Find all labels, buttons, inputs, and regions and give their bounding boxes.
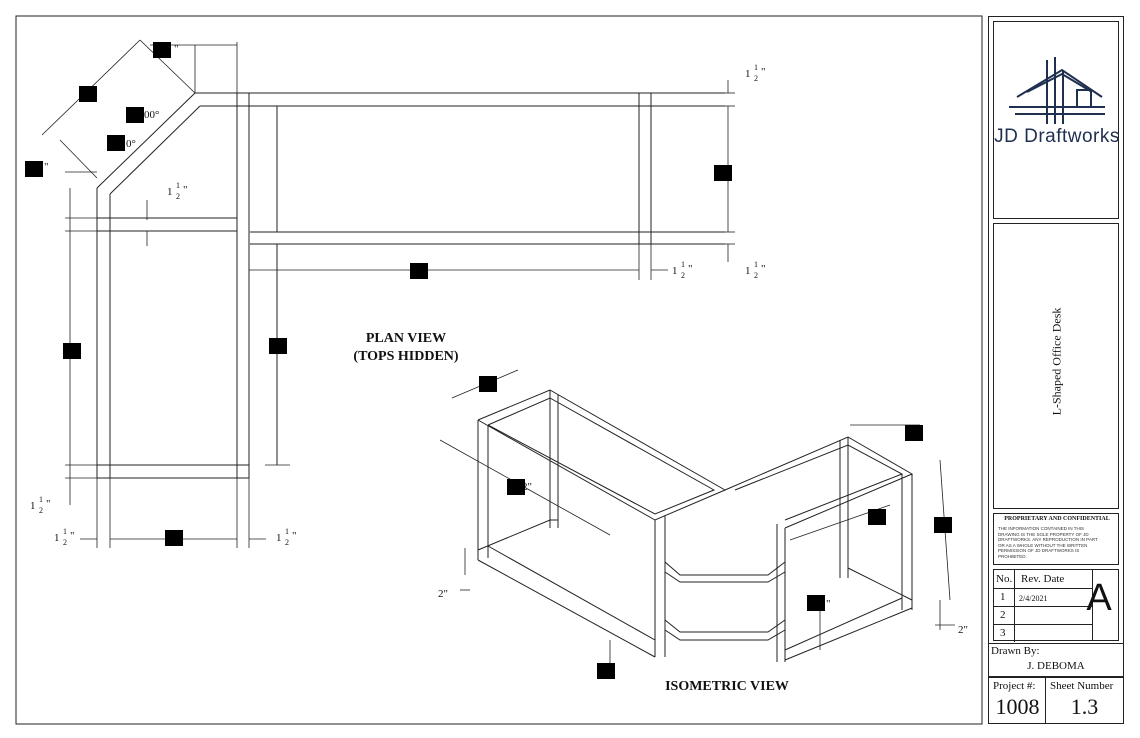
svg-text:1: 1 (176, 181, 180, 190)
svg-text:1: 1 (54, 532, 60, 544)
confidential-heading: PROPRIETARY AND CONFIDENTIAL (1004, 516, 1110, 522)
svg-text:1: 1 (754, 63, 758, 72)
rev-row-no: 3 (1000, 627, 1006, 639)
drawing-title: L-Shaped Office Desk (1049, 307, 1064, 416)
svg-text:2: 2 (754, 271, 758, 280)
drawn-by-label: Drawn By: (991, 645, 1040, 657)
dim-2in-right: 2" (958, 624, 968, 636)
svg-text:": " (761, 66, 766, 78)
rev-row-date: 2/4/2021 (1019, 594, 1048, 603)
svg-text:2: 2 (754, 74, 758, 83)
plan-view-subtitle: (TOPS HIDDEN) (353, 349, 458, 364)
fraction-1-top-right: 1 1 2 " (745, 63, 766, 83)
dim-angle-a: 00° (144, 109, 159, 121)
dim-angle-b: 0° (126, 138, 136, 150)
redaction-box (79, 86, 97, 102)
sheet-label: Sheet Number (1050, 680, 1114, 692)
redaction-box (126, 107, 144, 123)
redaction-box (597, 663, 615, 679)
drawn-by-value: J. DEBOMA (1027, 660, 1085, 672)
drawing-border (15, 15, 983, 725)
redaction-box (153, 42, 171, 58)
revision-letter-box (1093, 569, 1119, 641)
rev-row-no: 1 (1000, 591, 1006, 603)
title-panel: L-Shaped Office Desk (993, 223, 1119, 509)
redaction-box (25, 161, 43, 177)
dim-2in-left: 2" (438, 588, 448, 600)
fraction-3-mid: 1 1 2 " (672, 260, 693, 280)
svg-text:1: 1 (63, 527, 67, 536)
company-name: JD Draftworks (994, 126, 1120, 147)
redaction-box (269, 338, 287, 354)
revision-letter: A (1086, 577, 1112, 619)
svg-text:": " (46, 498, 51, 510)
svg-text:1: 1 (285, 527, 289, 536)
redaction-box (934, 517, 952, 533)
confidential-body: THE INFORMATION CONTAINED IN THIS DRAWIN… (998, 526, 1098, 559)
redaction-box (807, 595, 825, 611)
redaction-box (714, 165, 732, 181)
svg-text:1: 1 (754, 260, 758, 269)
redaction-box (63, 343, 81, 359)
sheet-number: 1.3 (1070, 694, 1099, 719)
redaction-box (868, 509, 886, 525)
dim-frag-a: " (174, 43, 179, 55)
redaction-box (165, 530, 183, 546)
svg-text:": " (70, 530, 75, 542)
svg-text:1: 1 (745, 68, 751, 80)
rev-row-no: 2 (1000, 609, 1006, 621)
plan-view (96, 92, 725, 479)
svg-text:1: 1 (681, 260, 685, 269)
redaction-box (107, 135, 125, 151)
project-number: 1008 (995, 694, 1040, 719)
dim-frag-b: " (44, 161, 49, 173)
drawn-by-box: Drawn By: J. DEBOMA (989, 643, 1123, 677)
svg-text:1: 1 (745, 265, 751, 277)
svg-text:2: 2 (681, 271, 685, 280)
plan-view-title: PLAN VIEW (366, 331, 446, 346)
redaction-box (507, 479, 525, 495)
title-block: JD Draftworks L-Shaped Office Desk PROPR… (988, 16, 1124, 724)
svg-text:2: 2 (39, 506, 43, 515)
svg-text:1: 1 (39, 495, 43, 504)
redaction-box (479, 376, 497, 392)
dim-frag-c: 2" (522, 481, 532, 493)
sheet-box: Sheet Number 1.3 (1046, 677, 1123, 723)
confidential-panel: PROPRIETARY AND CONFIDENTIAL THE INFORMA… (993, 513, 1119, 565)
svg-text:": " (761, 263, 766, 275)
revision-table: No. Rev. Date 1 2/4/2021 2 3 (993, 569, 1094, 642)
rev-no-header: No. (996, 573, 1013, 585)
svg-text:2: 2 (285, 538, 289, 547)
svg-text:": " (688, 263, 693, 275)
redaction-box (410, 263, 428, 279)
svg-text:1: 1 (167, 186, 173, 198)
house-logo-icon (1009, 57, 1105, 124)
svg-text:2: 2 (176, 192, 180, 201)
svg-text:1: 1 (30, 500, 36, 512)
fraction-7-bottom-right: 1 1 2 " (276, 527, 297, 547)
svg-text:": " (292, 530, 297, 542)
fraction-4-corner: 1 1 2 " (167, 181, 188, 201)
dim-frag-d: " (826, 598, 831, 610)
fraction-2-right: 1 1 2 " (745, 260, 766, 280)
project-box: Project #: 1008 (989, 677, 1046, 723)
svg-text:2: 2 (63, 538, 67, 547)
rev-date-header: Rev. Date (1021, 573, 1065, 585)
svg-text:1: 1 (276, 532, 282, 544)
fraction-5-left: 1 1 2 " (30, 495, 51, 515)
svg-text:": " (183, 184, 188, 196)
redaction-box (905, 425, 923, 441)
iso-view-title: ISOMETRIC VIEW (665, 679, 789, 694)
logo-panel: JD Draftworks (993, 21, 1119, 219)
project-label: Project #: (993, 680, 1036, 692)
fraction-6-bottom-left: 1 1 2 " (54, 527, 75, 547)
isometric-view (477, 389, 914, 662)
svg-text:1: 1 (672, 265, 678, 277)
